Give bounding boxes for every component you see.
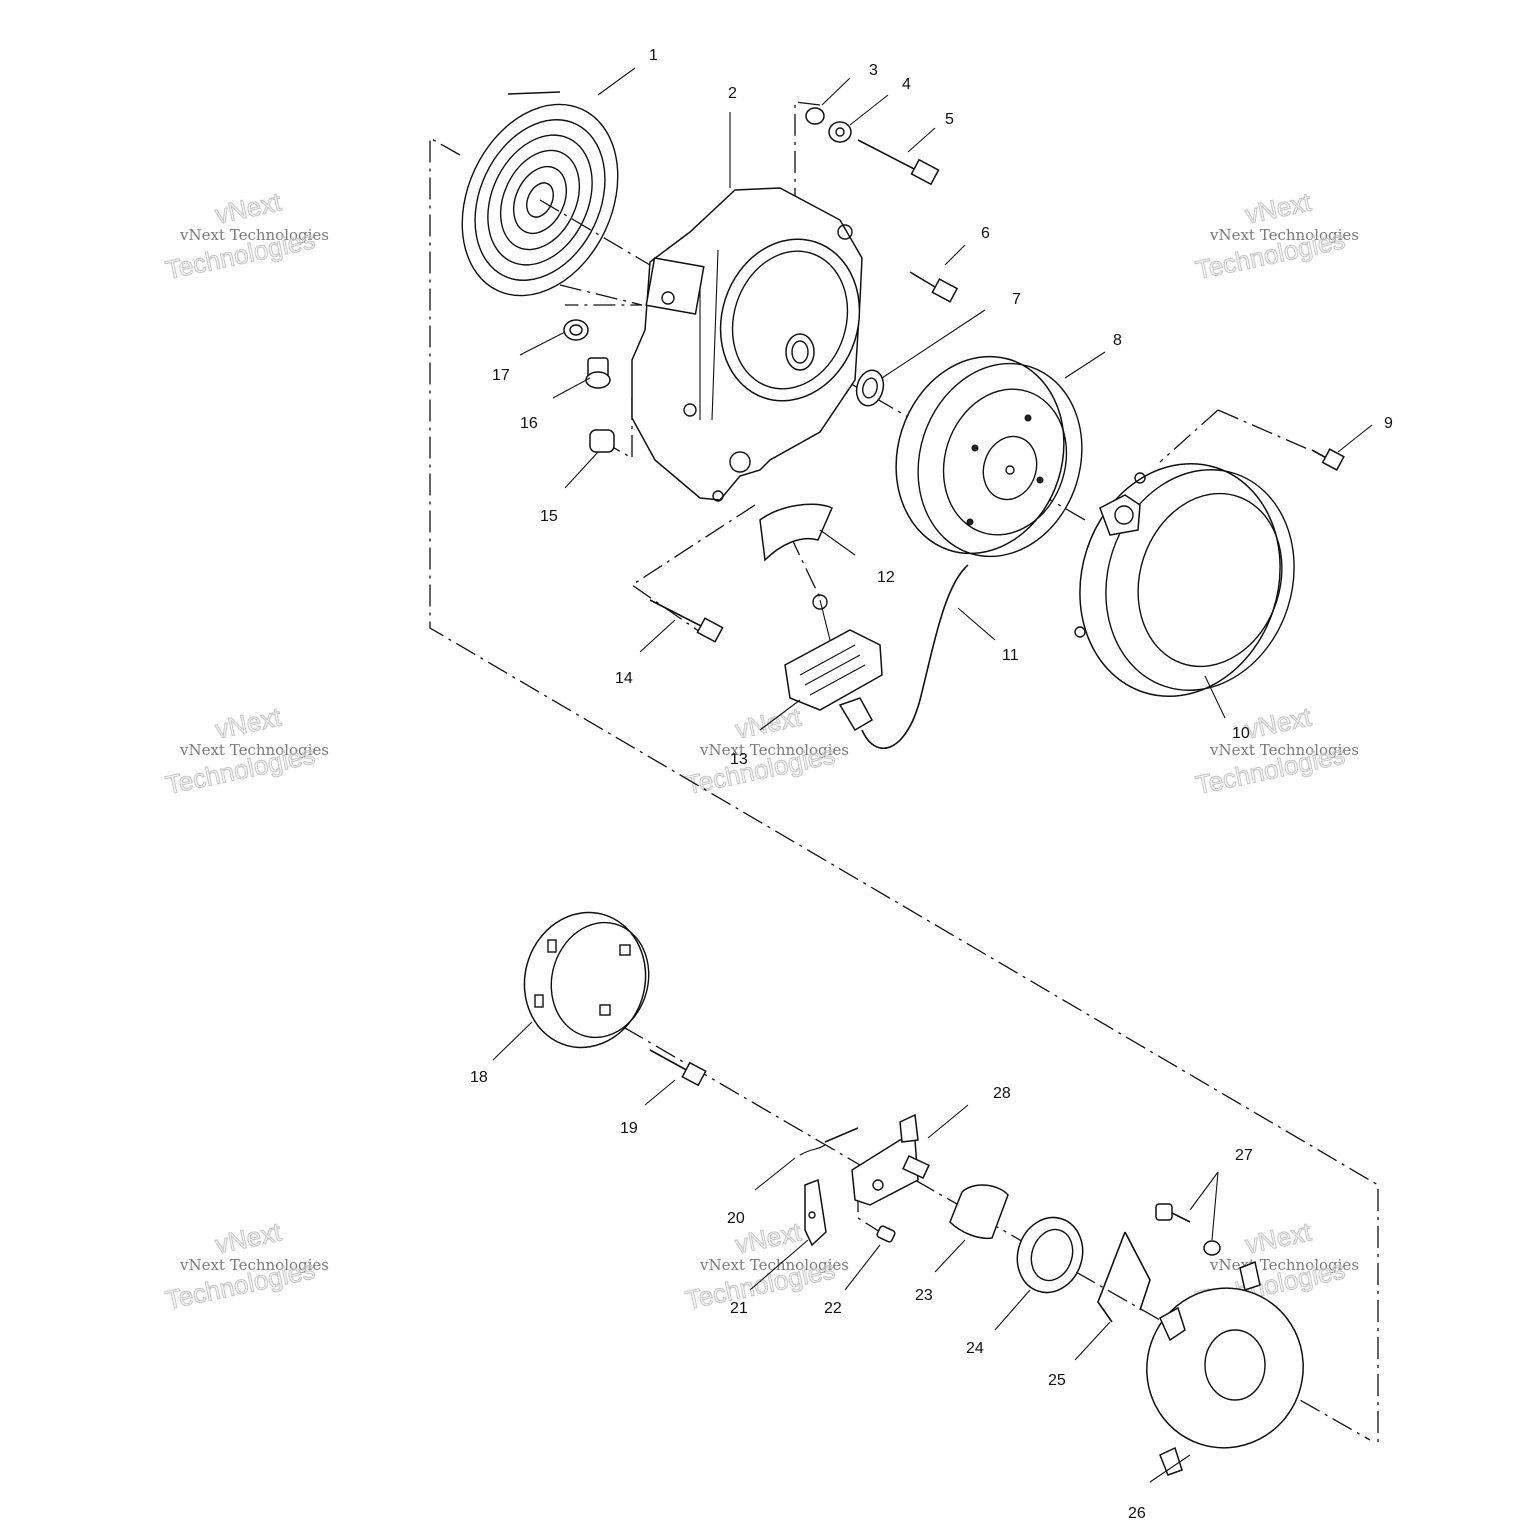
starter-handle (784, 594, 883, 732)
svg-text:vNext Technologies: vNext Technologies (179, 226, 329, 244)
label-part-3: 3 (869, 62, 878, 79)
label-part-22: 22 (824, 1300, 842, 1317)
label-part-12: 12 (877, 569, 895, 586)
svg-text:vNext Technologies: vNext Technologies (699, 1256, 849, 1274)
recoil-spring (461, 91, 619, 297)
bolt-19 (649, 1049, 707, 1087)
svg-text:vNext Technologies: vNext Technologies (699, 741, 849, 759)
spring-20 (799, 1127, 859, 1156)
label-part-23: 23 (915, 1287, 933, 1304)
starter-housing (631, 187, 863, 502)
label-part-2: 2 (728, 85, 737, 102)
starter-rope (861, 564, 969, 749)
watermark: vNext vNext Technologies Technologies (162, 1216, 329, 1316)
bushing (855, 369, 885, 407)
svg-text:vNext Technologies: vNext Technologies (1209, 226, 1359, 244)
leader-lines (492, 67, 1373, 1483)
svg-text:vNext: vNext (1242, 1216, 1314, 1259)
svg-text:vNext: vNext (212, 186, 284, 229)
label-part-7: 7 (1012, 291, 1021, 308)
retainer-plate (1146, 1260, 1304, 1476)
label-part-15: 15 (540, 508, 558, 525)
svg-text:vNext Technologies: vNext Technologies (179, 741, 329, 759)
svg-text:vNext: vNext (1242, 701, 1314, 744)
svg-text:vNext Technologies: vNext Technologies (1209, 741, 1359, 759)
fitting-16 (585, 357, 611, 389)
bolt-6 (909, 271, 959, 303)
label-part-28: 28 (993, 1085, 1011, 1102)
pawl-21 (804, 1178, 827, 1247)
label-part-11: 11 (1002, 647, 1019, 664)
pin-22 (876, 1225, 896, 1243)
part-number-labels: 1 2 3 4 5 6 7 8 9 10 11 12 13 14 15 16 1… (470, 47, 1393, 1522)
drive-cup (523, 911, 650, 1049)
label-part-27: 27 (1235, 1147, 1253, 1164)
collar-23 (949, 1184, 1009, 1240)
label-part-24: 24 (966, 1340, 984, 1357)
label-part-17: 17 (492, 367, 510, 384)
collar-15 (589, 429, 615, 453)
wire-spring-25 (1097, 1231, 1151, 1323)
label-part-16: 16 (520, 415, 538, 432)
friction-washer (1016, 1216, 1084, 1294)
label-part-6: 6 (981, 225, 990, 242)
watermark: vNext vNext Technologies Technologies (162, 186, 329, 286)
label-part-8: 8 (1113, 332, 1122, 349)
screw-27 (1155, 1203, 1221, 1256)
label-part-13: 13 (730, 751, 748, 768)
outer-cover (1074, 463, 1295, 697)
svg-text:vNext: vNext (212, 701, 284, 744)
bolt-5 (857, 139, 940, 186)
label-part-21: 21 (730, 1300, 748, 1317)
screw-9 (1311, 448, 1345, 471)
handle-insert (759, 503, 833, 562)
svg-text:vNext: vNext (1242, 186, 1314, 229)
watermark: vNext vNext Technologies Technologies (1192, 186, 1359, 286)
watermark: vNext vNext Technologies Technologies (1192, 701, 1359, 801)
label-part-4: 4 (902, 76, 911, 93)
label-part-18: 18 (470, 1069, 488, 1086)
watermark: vNext vNext Technologies Technologies (162, 701, 329, 801)
label-part-1: 1 (649, 47, 658, 64)
label-part-14: 14 (615, 670, 633, 687)
nut (805, 107, 825, 125)
ratchet-bracket (851, 1113, 930, 1206)
label-part-26: 26 (1128, 1505, 1146, 1522)
washer-17 (563, 319, 589, 341)
label-part-5: 5 (945, 111, 954, 128)
bolt-14 (649, 599, 724, 643)
washer (828, 121, 852, 143)
label-part-9: 9 (1384, 415, 1393, 432)
svg-text:vNext: vNext (212, 1216, 284, 1259)
label-part-10: 10 (1232, 725, 1250, 742)
rope-pulley (895, 355, 1083, 558)
label-part-25: 25 (1048, 1372, 1066, 1389)
label-part-20: 20 (727, 1210, 745, 1227)
watermark: vNext vNext Technologies Technologies (682, 701, 849, 801)
label-part-19: 19 (620, 1120, 638, 1137)
svg-text:vNext Technologies: vNext Technologies (179, 1256, 329, 1274)
